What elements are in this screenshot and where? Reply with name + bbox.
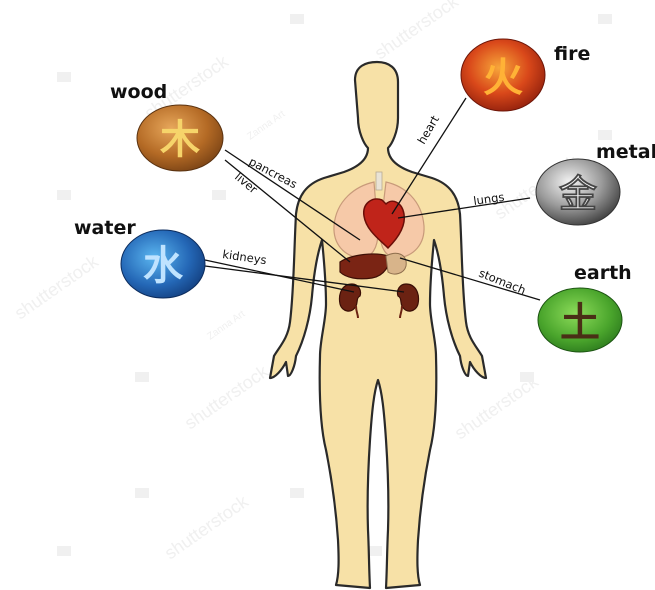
watermark-text-secondary: Zanna Art bbox=[205, 308, 247, 342]
metal-character: 金 bbox=[558, 171, 598, 216]
earth-label: earth bbox=[574, 262, 632, 284]
fire-character: 火 bbox=[483, 54, 523, 101]
water-label: water bbox=[74, 217, 136, 239]
element-metal: 金 metal bbox=[536, 141, 655, 225]
watermark-text: shutterstock bbox=[371, 0, 463, 63]
metal-label: metal bbox=[596, 141, 655, 163]
liver-label: liver bbox=[232, 170, 260, 197]
wood-character: 木 bbox=[160, 116, 200, 163]
element-wood: 木 wood bbox=[110, 81, 223, 171]
wood-label: wood bbox=[110, 81, 167, 103]
trachea bbox=[376, 172, 382, 190]
earth-character: 土 bbox=[560, 299, 600, 346]
human-body bbox=[270, 62, 486, 588]
fire-label: fire bbox=[554, 43, 590, 65]
water-character: 水 bbox=[143, 242, 184, 289]
watermark-text: shutterstock bbox=[11, 251, 103, 324]
watermark-text: shutterstock bbox=[181, 361, 273, 434]
stomach-label: stomach bbox=[477, 266, 528, 297]
watermark-text: shutterstock bbox=[161, 491, 253, 564]
kidneys-label: kidneys bbox=[222, 247, 268, 267]
watermark-text-secondary: Zanna Art bbox=[245, 108, 287, 142]
element-earth: 土 earth bbox=[538, 262, 632, 352]
element-fire: 火 fire bbox=[461, 39, 590, 111]
stomach bbox=[386, 253, 406, 274]
